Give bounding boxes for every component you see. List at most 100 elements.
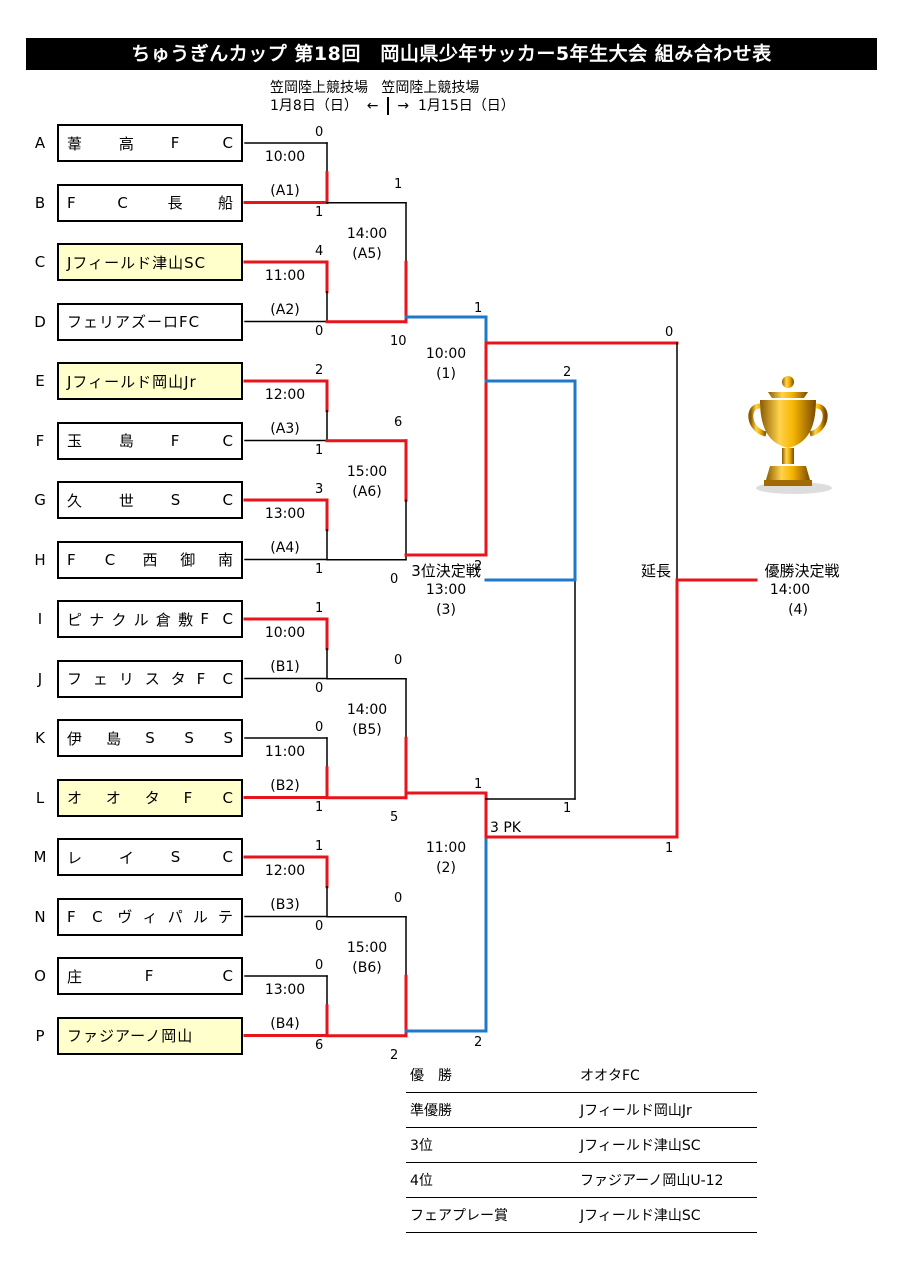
sf-match-id: (2): [436, 860, 456, 876]
team-box: Jフィールド岡山Jr: [57, 362, 243, 400]
results-label: 優 勝: [406, 1058, 580, 1093]
r2-bottom-score: 5: [390, 809, 399, 825]
r2-match-id: (A5): [352, 246, 382, 263]
team-letter: J: [37, 669, 43, 688]
r1-bottom-score: 1: [315, 799, 324, 815]
final-id: (4): [788, 602, 808, 618]
results-label: 3位: [406, 1127, 580, 1163]
venue-right-name: 笠岡陸上競技場: [381, 80, 480, 96]
venue-header: 笠岡陸上競技場 笠岡陸上競技場 1月8日（日） ← → 1月15日（日）: [270, 80, 515, 115]
r2-match-id: (A6): [352, 484, 382, 501]
left-arrow-icon: ←: [366, 98, 379, 114]
team-name-char: F: [144, 967, 154, 985]
r1-match-time: 12:00: [264, 863, 306, 879]
team-name-char: フ: [67, 670, 83, 688]
sf-top-score: 1: [474, 777, 483, 792]
team-name-char: C: [222, 967, 234, 985]
final-time: 14:00: [769, 582, 811, 598]
r1-bottom-score: 0: [315, 918, 324, 934]
sf-match-time: 10:00: [425, 346, 467, 362]
team-name-char: 島: [106, 729, 122, 748]
team-letter: M: [33, 848, 47, 866]
r1-bottom-score: 6: [315, 1037, 324, 1053]
venue-left-date: 1月8日（日）: [270, 98, 358, 114]
r1-top-score: 0: [315, 720, 324, 735]
r1-match-id: (A2): [270, 301, 300, 318]
final-extra-time-label: 延長: [641, 562, 672, 580]
team-name-char: 倉: [155, 610, 171, 629]
team-name-char: 高: [118, 134, 134, 153]
team-name-char: C: [222, 431, 234, 450]
team-name-char: オ: [67, 789, 83, 807]
final-bottom-score: 1: [665, 841, 674, 856]
team-name-char: 久: [67, 491, 83, 510]
team-name-char: C: [222, 669, 234, 688]
team-name-char: 西: [142, 551, 158, 569]
team-name-char: Jフィールド津山SC: [67, 253, 207, 272]
r2-top-score: 0: [394, 652, 403, 668]
team-letter: H: [34, 550, 46, 569]
team-box: フェリアズーロFC: [57, 302, 243, 341]
r1-top-score: 0: [315, 958, 324, 973]
team-name-char: F: [67, 907, 76, 926]
team-name-char: C: [104, 550, 116, 569]
r1-bottom-score: 1: [315, 561, 324, 577]
r1-match-time: 10:00: [264, 625, 306, 641]
final-label: 優勝決定戦: [764, 562, 840, 580]
r1-top-score: 1: [315, 601, 324, 616]
team-name-char: C: [222, 848, 234, 866]
r1-match-time: 13:00: [264, 982, 306, 998]
team-letter: E: [35, 372, 45, 390]
team-name-char: 葦: [67, 134, 83, 153]
r2-match-time: 15:00: [346, 940, 388, 957]
team-name-char: オ: [105, 789, 121, 807]
team-name-char: C: [117, 193, 128, 212]
third-top-score: 2: [563, 365, 572, 380]
results-label: フェアプレー賞: [406, 1197, 580, 1233]
r1-match-id: (B2): [270, 777, 300, 794]
team-name-char: 世: [118, 491, 134, 510]
results-row: 4位ファジアーノ岡山U-12: [406, 1162, 757, 1198]
team-name-char: ヴ: [117, 908, 133, 926]
r1-top-score: 3: [315, 482, 324, 497]
results-team: ファジアーノ岡山U-12: [580, 1162, 757, 1198]
results-label: 準優勝: [406, 1092, 580, 1128]
team-name-char: F: [200, 610, 209, 628]
team-name-char: タ: [144, 789, 160, 807]
r1-match-id: (B3): [270, 896, 300, 913]
team-name-char: S: [223, 729, 234, 747]
third-time: 13:00: [425, 582, 467, 598]
team-name-char: S: [184, 729, 194, 747]
team-name-char: S: [170, 491, 181, 509]
team-name-char: パ: [167, 908, 183, 926]
team-name-char: レ: [67, 848, 83, 867]
results-team: オオタFC: [580, 1058, 757, 1093]
team-name-char: S: [170, 848, 181, 866]
team-name-char: ィ: [142, 908, 158, 926]
third-bottom-score: 1: [563, 801, 572, 816]
team-letter: G: [34, 491, 46, 509]
r1-match-id: (B1): [270, 658, 300, 675]
r1-match-id: (A3): [270, 420, 300, 437]
page-title: ちゅうぎんカップ 第18回 岡山県少年サッカー5年生大会 組み合わせ表: [26, 38, 877, 70]
results-team: Jフィールド岡山Jr: [580, 1092, 757, 1128]
results-team: Jフィールド津山SC: [580, 1197, 757, 1233]
team-name-char: ピ: [67, 610, 83, 629]
r1-top-score: 2: [315, 363, 324, 378]
r2-bottom-score: 2: [390, 1047, 399, 1063]
r2-match-time: 15:00: [346, 464, 388, 481]
venue-right-date: 1月15日（日）: [418, 98, 515, 114]
r1-match-time: 10:00: [264, 149, 306, 165]
r2-top-score: 0: [394, 890, 403, 906]
r1-bottom-score: 0: [315, 323, 324, 339]
